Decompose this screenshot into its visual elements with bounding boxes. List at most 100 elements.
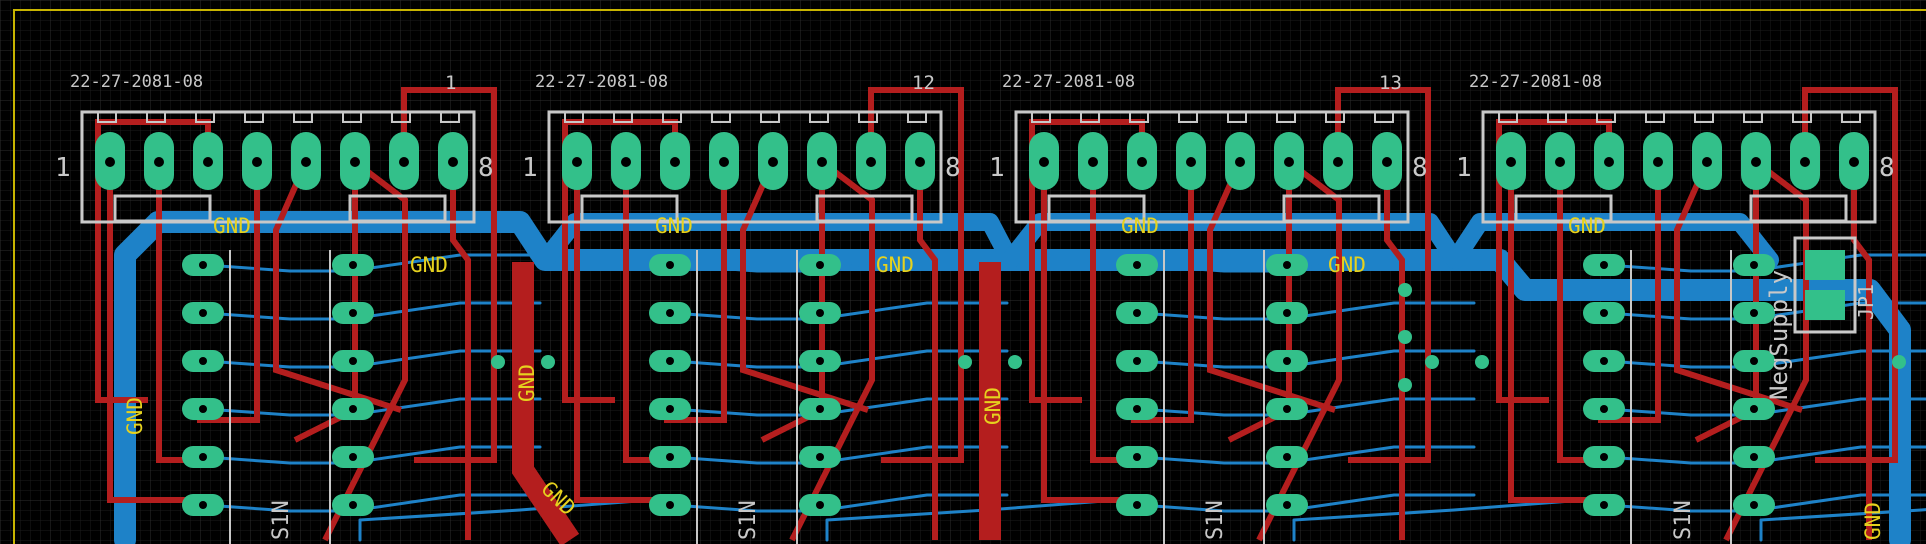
- pad-drill: [666, 453, 674, 461]
- pin8-label: 8: [1879, 153, 1895, 183]
- bottom-trace: [1749, 445, 1926, 465]
- connector-tab: [1325, 111, 1345, 123]
- pad-drill: [1133, 357, 1141, 365]
- pad-drill: [1750, 357, 1758, 365]
- pad-drill: [1604, 157, 1614, 167]
- pad-drill: [621, 157, 631, 167]
- pad-drill: [350, 157, 360, 167]
- pad-drill: [1653, 157, 1663, 167]
- pad-drill: [399, 157, 409, 167]
- pad-drill: [1600, 309, 1608, 317]
- ic-outline: [696, 250, 798, 544]
- top-trace: [740, 160, 869, 413]
- pad-drill: [1600, 261, 1608, 269]
- top-trace: [1207, 160, 1336, 413]
- connector-tab: [1645, 111, 1665, 123]
- gnd-net-label: GND: [1861, 502, 1885, 540]
- bottom-trace: [1292, 498, 1586, 542]
- connector-ref-label: 1: [445, 72, 456, 94]
- connector-latch: [1749, 194, 1848, 223]
- bottom-trace: [825, 498, 1119, 542]
- gnd-net-label: GND: [410, 253, 448, 277]
- connector-4[interactable]: 22-27-2081-08 1 8: [1456, 72, 1895, 183]
- pad-drill: [154, 157, 164, 167]
- chip-label: S1N: [736, 500, 761, 540]
- connector-latch: [113, 194, 212, 223]
- gnd-net-label: GND: [213, 214, 251, 238]
- via: [491, 355, 505, 369]
- gnd-net-label: GND: [1568, 214, 1606, 238]
- top-trace: [574, 162, 657, 503]
- bottom-trace: [1749, 253, 1926, 273]
- via: [1398, 283, 1412, 297]
- connector-tab: [858, 111, 878, 123]
- pad-drill: [666, 405, 674, 413]
- pad-drill: [1235, 157, 1245, 167]
- connector-tab: [1792, 111, 1812, 123]
- jumper-pad: [1805, 290, 1845, 320]
- connector-tab: [1694, 111, 1714, 123]
- pad-drill: [1600, 405, 1608, 413]
- connector-latch: [1282, 194, 1381, 223]
- top-trace: [917, 162, 938, 540]
- pad-drill: [915, 157, 925, 167]
- top-trace: [197, 162, 260, 423]
- pad-drill: [1283, 261, 1291, 269]
- connector-part-label: 22-27-2081-08: [1002, 72, 1135, 92]
- connector-outline: [1014, 110, 1410, 224]
- gnd-net-label: GND: [123, 397, 147, 435]
- connector-latch: [1047, 194, 1146, 223]
- connector-outline: [80, 110, 476, 224]
- connector-tab: [342, 111, 362, 123]
- pad-drill: [1750, 261, 1758, 269]
- via: [958, 355, 972, 369]
- pad-drill: [1133, 309, 1141, 317]
- pad-drill: [1751, 157, 1761, 167]
- bottom-trace: [1759, 508, 1926, 542]
- pad-drill: [1333, 157, 1343, 167]
- pin8-label: 8: [1412, 153, 1428, 183]
- pad-drill: [199, 405, 207, 413]
- top-trace: [450, 162, 471, 540]
- connector-1[interactable]: 22-27-2081-08 1 1 8: [55, 72, 494, 183]
- silkscreen-layer: [80, 110, 1877, 544]
- connector-part-label: 22-27-2081-08: [70, 72, 203, 92]
- connector-tab: [1374, 111, 1394, 123]
- pad-drill: [719, 157, 729, 167]
- connector-3[interactable]: 22-27-2081-08 13 1 8: [989, 72, 1428, 183]
- pad-drill: [1800, 157, 1810, 167]
- connector-2[interactable]: 22-27-2081-08 12 1 8: [522, 72, 961, 183]
- pin8-label: 8: [945, 153, 961, 183]
- connector-tab: [1080, 111, 1100, 123]
- pin1-label: 1: [1456, 153, 1472, 183]
- pad-drill: [1600, 453, 1608, 461]
- pin1-label: 1: [55, 153, 71, 183]
- pad-drill: [1133, 405, 1141, 413]
- pad-drill: [199, 501, 207, 509]
- gnd-net-label: GND: [1121, 214, 1159, 238]
- gnd-net-label: GND: [515, 364, 539, 402]
- connector-tab: [1129, 111, 1149, 123]
- pad-drill: [572, 157, 582, 167]
- pad-drill: [1283, 405, 1291, 413]
- gnd-net-label: GND: [981, 387, 1005, 425]
- pad-drill: [349, 405, 357, 413]
- gnd-net-label: GND: [1328, 253, 1366, 277]
- chip-label: S1N: [1203, 500, 1228, 540]
- top-trace: [1131, 162, 1194, 423]
- pin1-label: 1: [522, 153, 538, 183]
- pad-drill: [1600, 501, 1608, 509]
- connector-tab: [1596, 111, 1616, 123]
- connector-tab: [809, 111, 829, 123]
- bottom-trace: [348, 493, 542, 513]
- top-trace: [1508, 162, 1591, 503]
- connector-tab: [760, 111, 780, 123]
- connector-tab: [1841, 111, 1861, 123]
- ic-outline: [1163, 250, 1265, 544]
- bottom-trace: [1749, 301, 1926, 321]
- pad-drill: [1283, 501, 1291, 509]
- pad-drill: [768, 157, 778, 167]
- connector-outline: [547, 110, 943, 224]
- pad-drill: [1133, 453, 1141, 461]
